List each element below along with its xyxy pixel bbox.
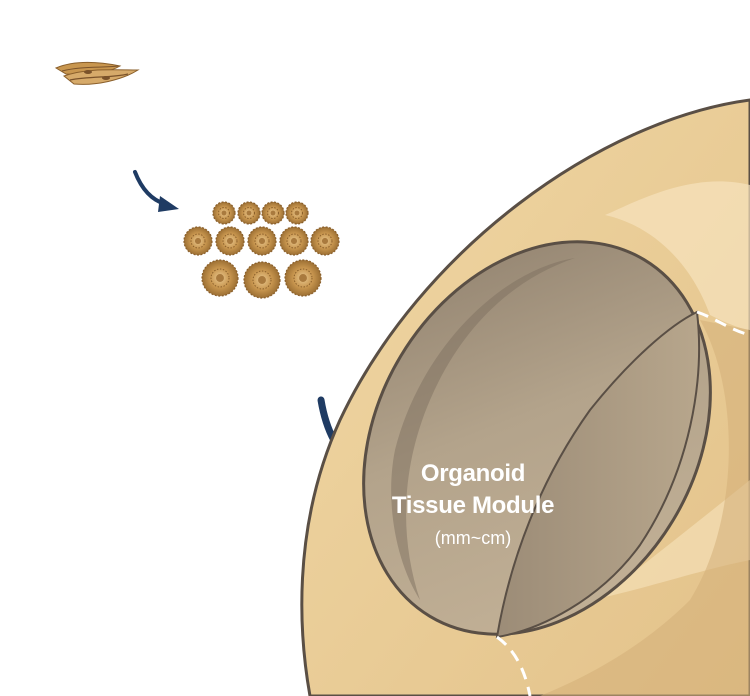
arrow-1-icon [133, 170, 179, 212]
spheroid-cluster-icon [183, 201, 340, 299]
spheroid-cell [215, 226, 245, 256]
spheroid-cell [279, 226, 309, 256]
spheroid-cell [284, 259, 322, 297]
spheroid-cell [183, 226, 213, 256]
spheroid-cell [237, 201, 261, 225]
spheroid-cell [310, 226, 340, 256]
spindle-cells-icon [54, 62, 140, 85]
module-label: Organoid Tissue Module (mm~cm) [368, 458, 578, 552]
module-title-line2: Tissue Module [391, 492, 555, 519]
spheroid-cell [201, 259, 239, 297]
spheroid-cell [243, 261, 281, 299]
spheroid-cell [285, 201, 309, 225]
dashed-seam-lines [496, 310, 750, 696]
spheroid-cell [261, 201, 285, 225]
module-title-line1: Organoid [420, 460, 526, 487]
module-size: (mm~cm) [434, 528, 512, 548]
spheroid-cell [247, 226, 277, 256]
spheroid-cell [212, 201, 236, 225]
